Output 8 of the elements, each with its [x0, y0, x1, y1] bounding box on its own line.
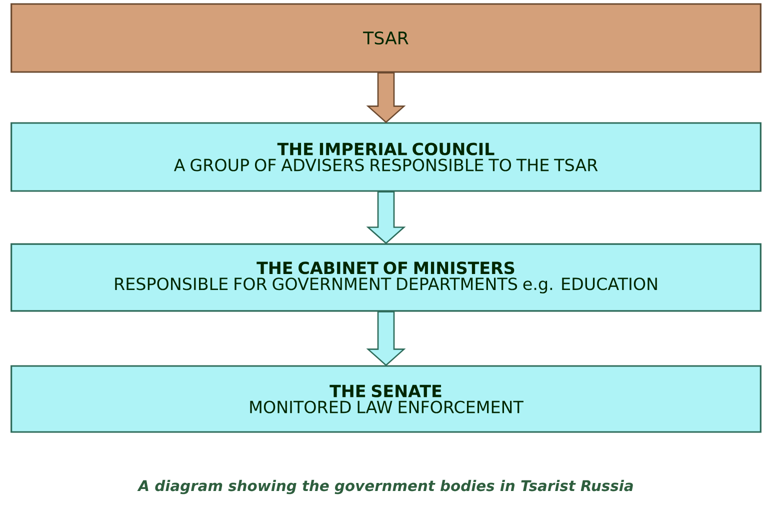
caption: A diagram showing the government bodies in Tsarist Russia	[137, 480, 633, 494]
block-arrow	[366, 191, 406, 244]
block-arrow	[366, 311, 406, 366]
text-box: TSAR	[10, 3, 762, 73]
text-box: THE IMPERIAL COUNCIL A GROUP OF ADVISERS RESPONSIBLE TO THE TSAR	[10, 122, 762, 192]
block-arrow	[366, 72, 406, 124]
text-box: THE SENATE MONITORED LAW ENFORCEMENT	[10, 365, 762, 433]
text-box: THE CABINET OF MINISTERS RESPONSIBLE FOR GOVERNMENT DEPARTMENTS e.g. EDUCATION	[10, 243, 762, 312]
